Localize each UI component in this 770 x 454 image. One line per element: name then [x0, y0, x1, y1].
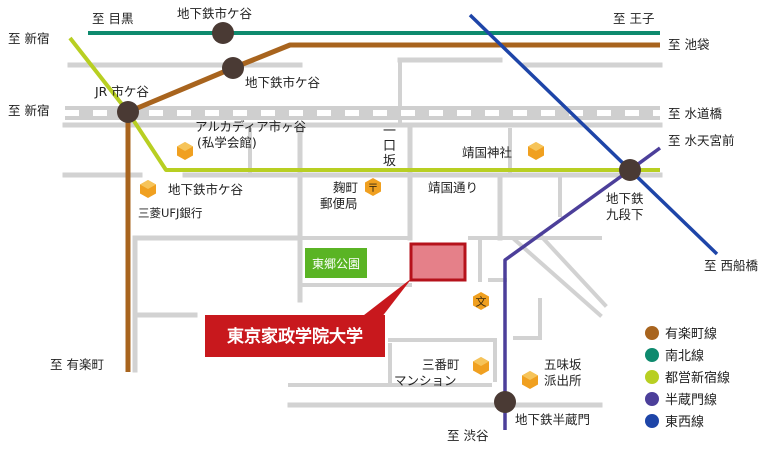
station-ichigaya-namboku — [212, 22, 234, 44]
label-kojimachi-2: 郵便局 — [320, 196, 358, 211]
dir-shibuya: 至 渋谷 — [447, 428, 489, 443]
dir-nishifunabashi: 至 西船橋 — [704, 258, 758, 273]
station-hanzomon — [494, 391, 516, 413]
legend-item-namboku: 南北線 — [645, 348, 704, 364]
togo-park — [305, 248, 367, 278]
label-yasukuni-jinja: 靖国神社 — [462, 145, 512, 160]
building-icon — [177, 142, 193, 160]
legend-item-tozai: 東西線 — [645, 414, 704, 430]
jr-railway — [65, 106, 660, 120]
label-kojimachi-1: 麹町 — [333, 180, 358, 195]
legend-item-yurakucho: 有楽町線 — [645, 326, 717, 342]
legend-label-tozai: 東西線 — [665, 414, 704, 430]
dir-shinjuku-mid: 至 新宿 — [8, 103, 49, 118]
label-yasukuni-dori: 靖国通り — [428, 180, 478, 195]
label-gobanzaka-1: 五味坂 — [544, 357, 582, 372]
label-mufg: 三菱UFJ銀行 — [138, 206, 202, 220]
school-symbol: 文 — [476, 295, 487, 309]
label-kudanshita-2: 九段下 — [606, 207, 644, 222]
landmark-icons: 〒 文 — [140, 142, 544, 389]
station-kudanshita — [619, 159, 641, 181]
dir-ouji: 至 王子 — [613, 11, 654, 26]
label-kudanshita-1: 地下鉄 — [606, 191, 644, 206]
label-sanbancho-1: 三番町 — [422, 357, 460, 372]
dir-ikebukuro: 至 池袋 — [668, 37, 710, 52]
legend-label-yurakucho: 有楽町線 — [665, 326, 717, 342]
legend-item-toei-shinjuku: 都営新宿線 — [645, 370, 730, 386]
label-ichiguchizaka-1: 一 — [383, 124, 396, 139]
legend-swatch — [645, 348, 659, 362]
university-building — [409, 242, 467, 282]
station-jr-ichigaya — [117, 101, 139, 123]
university-label-box — [205, 315, 385, 357]
label-hanzomon: 地下鉄半蔵門 — [515, 412, 590, 427]
hanzomon-line — [503, 146, 662, 430]
label-arcadia-2: (私学会館) — [197, 135, 257, 150]
label-jr-ichigaya: JR 市ケ谷 — [94, 84, 149, 99]
dir-suidobashi: 至 水道橋 — [668, 106, 722, 121]
label-chikatetsu-ichigaya-2: 地下鉄市ケ谷 — [245, 75, 321, 90]
stations — [117, 22, 641, 413]
label-chikatetsu-ichigaya-top: 地下鉄市ケ谷 — [177, 6, 253, 21]
direction-labels: 至 目黒 至 王子 至 新宿 至 池袋 至 新宿 至 水道橋 至 水天宮前 至 … — [8, 11, 758, 443]
label-ichiguchizaka-2: 口 — [383, 139, 396, 154]
legend-swatch — [645, 326, 659, 340]
post-office-icon: 〒 — [365, 178, 381, 196]
dir-suitengumae: 至 水天宮前 — [668, 133, 734, 148]
legend-label-namboku: 南北線 — [665, 348, 704, 364]
dir-yurakucho: 至 有楽町 — [50, 357, 104, 372]
legend-label-hanzomon: 半蔵門線 — [665, 392, 717, 408]
school-icon: 文 — [473, 292, 489, 310]
legend-label-toei-shinjuku: 都営新宿線 — [665, 370, 730, 386]
building-icon — [528, 142, 544, 160]
police-box-icon — [522, 371, 538, 389]
station-ichigaya-yurakucho — [222, 57, 244, 79]
legend-item-hanzomon: 半蔵門線 — [645, 392, 717, 408]
university-label: 東京家政学院大学 — [227, 326, 363, 347]
label-arcadia-1: アルカディア市ヶ谷 — [195, 119, 307, 134]
building-icon — [140, 180, 156, 198]
legend-swatch — [645, 392, 659, 406]
legend-swatch — [645, 414, 659, 428]
togo-park-label: 東郷公園 — [312, 257, 360, 271]
toei-shinjuku-line — [68, 36, 660, 172]
label-sanbancho-2: マンション — [394, 373, 457, 388]
post-symbol: 〒 — [368, 182, 379, 195]
legend-swatch — [645, 370, 659, 384]
building-icon — [473, 357, 489, 375]
landmark-labels: アルカディア市ヶ谷 (私学会館) 一 口 坂 靖国神社 靖国通り 麹町 郵便局 … — [138, 119, 582, 388]
roads — [62, 57, 663, 408]
dir-shinjuku-top: 至 新宿 — [8, 31, 49, 46]
university-pointer — [355, 278, 412, 322]
label-ichiguchizaka-3: 坂 — [383, 154, 396, 169]
legend: 有楽町線 南北線 都営新宿線 半蔵門線 東西線 — [645, 326, 730, 430]
dir-meguro: 至 目黒 — [92, 11, 133, 26]
label-chikatetsu-ichigaya-3: 地下鉄市ケ谷 — [168, 182, 244, 197]
station-labels: 地下鉄市ケ谷 地下鉄市ケ谷 JR 市ケ谷 地下鉄市ケ谷 地下鉄 九段下 地下鉄半… — [94, 6, 644, 427]
label-gobanzaka-2: 派出所 — [544, 373, 582, 388]
